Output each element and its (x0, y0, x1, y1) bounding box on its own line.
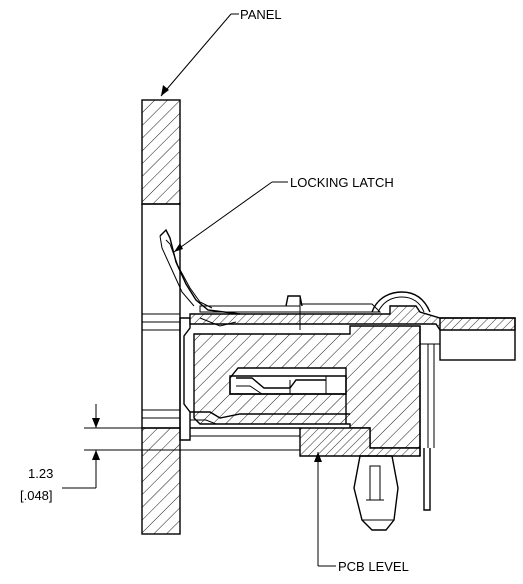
pcb-level-label: PCB LEVEL (338, 559, 409, 574)
connector-housing (179, 291, 516, 531)
panel-label: PANEL (240, 7, 282, 22)
locking-latch-label: LOCKING LATCH (290, 175, 394, 190)
dimension-lines (62, 404, 300, 489)
locking-latch-spring (159, 228, 303, 330)
dimension-imperial-label: [.048] (20, 488, 53, 503)
pcb-level-leader (314, 452, 336, 567)
dimension-metric-label: 1.23 (28, 466, 53, 481)
panel-section (141, 99, 181, 535)
panel-leader (160, 13, 239, 97)
locking-latch-leader (173, 181, 288, 253)
